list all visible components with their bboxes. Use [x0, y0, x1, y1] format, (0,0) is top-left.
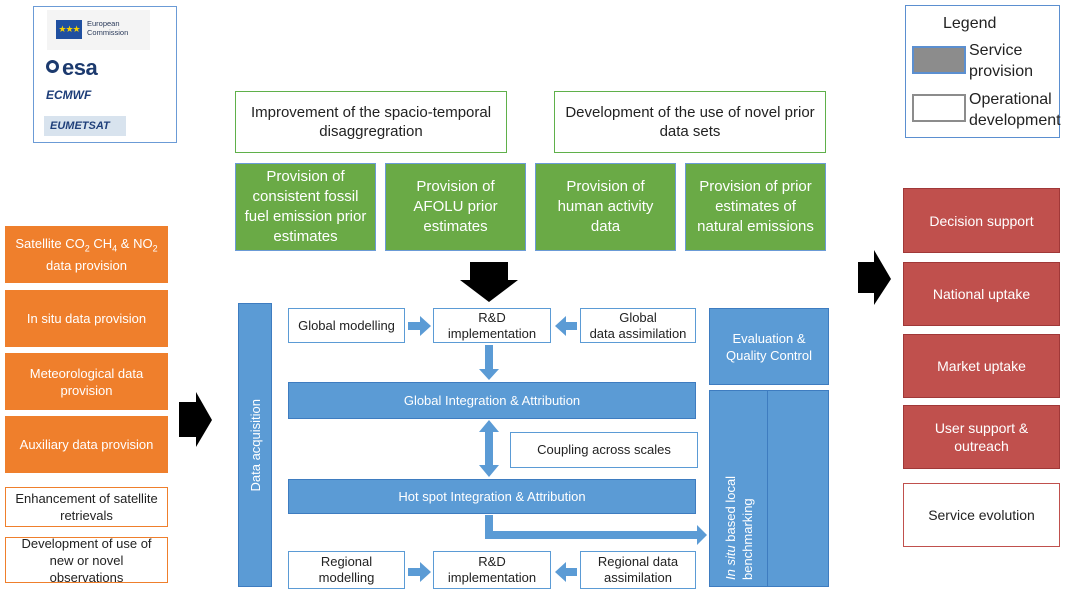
big-down-arrow-icon: [460, 262, 518, 302]
satellite-data-provision-box: Satellite CO2 CH4 & NO2 data provision: [5, 226, 168, 283]
legend-operational-line2: development: [969, 112, 1061, 129]
human-activity-box: Provision of human activity data: [535, 163, 676, 251]
global-assim-line2: data assimilation: [589, 325, 687, 341]
hotspot-integration-bar: Hot spot Integration & Attribution: [288, 479, 696, 514]
novel-observations-box: Development of use of new or novel obser…: [5, 536, 168, 585]
legend-service-line2: provision: [969, 63, 1034, 80]
coupling-across-scales-box: Coupling across scales: [510, 432, 698, 468]
satellite-sub2: 4: [112, 243, 118, 254]
satellite-label-part4: data provision: [46, 258, 127, 274]
legend-service-label: Service provision: [969, 40, 1033, 82]
national-uptake-box: National uptake: [903, 262, 1060, 326]
arrow-global-assim-to-rd: [555, 316, 577, 336]
natural-emissions-box: Provision of prior estimates of natural …: [685, 163, 826, 251]
arrow-regional-assim-to-rd: [555, 562, 577, 582]
data-acquisition-bar: Data acquisition: [238, 303, 272, 587]
user-support-box: User support & outreach: [903, 405, 1060, 469]
esa-logo: esa: [62, 55, 98, 80]
arrow-hotspot-to-insitu: [485, 515, 707, 545]
big-right-arrow-right-icon: [858, 250, 891, 305]
regional-data-assimilation-box: Regional data assimilation: [580, 551, 696, 589]
global-assim-line1: Global: [619, 309, 657, 325]
arrow-global-modelling-to-rd: [408, 316, 431, 336]
arrow-global-hotspot-double: [479, 420, 499, 477]
esa-logo-mark-icon: [46, 60, 59, 73]
afolu-prior-box: Provision of AFOLU prior estimates: [385, 163, 526, 251]
ec-logo-text: European Commission: [87, 19, 128, 37]
spacio-temporal-box: Improvement of the spacio-temporal disag…: [235, 91, 507, 153]
legend-service-swatch: [912, 46, 966, 74]
legend-operational-swatch: [912, 94, 966, 122]
rd-implementation-bottom-box: R&D implementation: [433, 551, 551, 589]
satellite-retrievals-box: Enhancement of satellite retrievals: [5, 487, 168, 527]
satellite-label-part2: CH: [89, 235, 113, 251]
satellite-label-part3: & NO: [117, 235, 153, 251]
meteorological-data-box: Meteorological data provision: [5, 353, 168, 410]
evaluation-extension-bar: [768, 390, 829, 587]
ec-logo-line2: Commission: [87, 28, 129, 37]
legend-service-line1: Service: [969, 42, 1023, 59]
satellite-label-part1: Satellite CO: [15, 235, 85, 251]
evaluation-quality-control-box: Evaluation & Quality Control: [709, 308, 829, 385]
global-data-assimilation-box: Global data assimilation: [580, 308, 696, 343]
rd-implementation-top-box: R&D implementation: [433, 308, 551, 343]
global-integration-bar: Global Integration & Attribution: [288, 382, 696, 419]
ec-logo-line1: European: [87, 19, 120, 28]
novel-prior-data-box: Development of the use of novel prior da…: [554, 91, 826, 153]
auxiliary-data-box: Auxiliary data provision: [5, 416, 168, 473]
eumetsat-logo: EUMETSAT: [44, 116, 126, 136]
big-right-arrow-left-icon: [179, 392, 212, 447]
in-situ-benchmarking-bar: In situ based local benchmarking: [709, 390, 768, 587]
service-evolution-box: Service evolution: [903, 483, 1060, 547]
satellite-sub3: 2: [152, 243, 158, 254]
in-situ-data-provision-box: In situ data provision: [5, 290, 168, 347]
regional-modelling-box: Regional modelling: [288, 551, 405, 589]
arrow-regional-modelling-to-rd: [408, 562, 431, 582]
fossil-fuel-prior-box: Provision of consistent fossil fuel emis…: [235, 163, 376, 251]
legend-title: Legend: [943, 15, 997, 32]
satellite-sub1: 2: [84, 243, 90, 254]
legend-operational-line1: Operational: [969, 91, 1052, 108]
ecmwf-logo: ECMWF: [46, 88, 92, 102]
market-uptake-box: Market uptake: [903, 334, 1060, 398]
legend-operational-label: Operational development: [969, 89, 1061, 131]
eu-flag-icon: ★★★: [56, 20, 82, 39]
global-modelling-box: Global modelling: [288, 308, 405, 343]
arrow-rd-to-global-integration: [479, 345, 499, 380]
decision-support-box: Decision support: [903, 188, 1060, 253]
